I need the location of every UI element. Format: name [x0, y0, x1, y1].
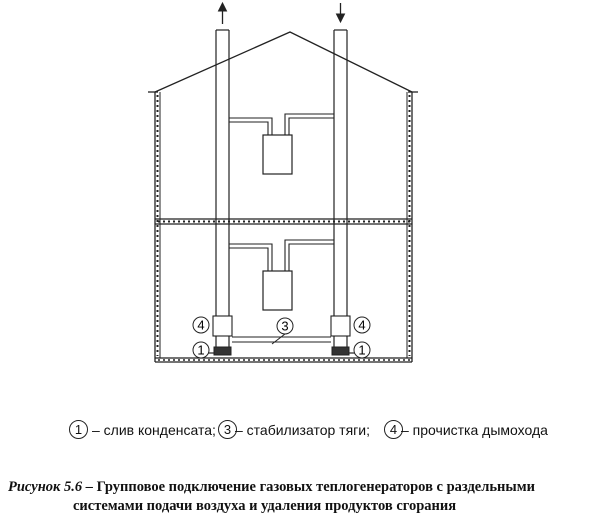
right-cleanout-hatch — [330, 315, 351, 337]
ground-slab — [155, 357, 412, 363]
lower-boiler — [262, 270, 293, 311]
lower-boiler-connections — [229, 239, 334, 271]
badge-1-right: 1 — [353, 341, 371, 359]
legend-text-3: – стабилизатор тяги; — [235, 422, 370, 438]
badge-1-left: 1 — [192, 341, 210, 359]
legend-number-4: 4 — [384, 420, 403, 439]
floor-slab — [155, 218, 412, 225]
badge-3: 3 — [276, 317, 294, 335]
building-diagram: 4 4 3 1 1 — [148, 1, 418, 363]
legend: 1 – слив конденсата; 3 – стабилизатор тя… — [0, 418, 613, 444]
left-cleanout-hatch — [212, 315, 233, 337]
svg-text:1: 1 — [358, 343, 365, 358]
left-wall — [154, 92, 161, 362]
right-air-pipe — [333, 29, 348, 355]
caption-title-part-1: Групповое подключение газовых теплогенер… — [96, 479, 535, 495]
upper-boiler — [262, 134, 293, 175]
roof-outline — [154, 31, 413, 93]
legend-number-3: 3 — [218, 420, 237, 439]
caption-line-2: системами подачи воздуха и удаления прод… — [73, 498, 457, 514]
svg-text:4: 4 — [358, 318, 365, 333]
svg-text:3: 3 — [281, 319, 288, 334]
caption-line-1: Рисунок 5.6 – Групповое подключение газо… — [8, 478, 535, 496]
right-wall — [406, 92, 413, 362]
badge-4-left: 4 — [192, 316, 210, 334]
down-arrow-icon — [335, 3, 346, 24]
upper-boiler-connections — [229, 113, 334, 135]
legend-text-1: – слив конденсата; — [92, 422, 216, 438]
caption-label: Рисунок 5.6 – — [8, 479, 93, 495]
connecting-duct — [232, 336, 331, 343]
svg-text:4: 4 — [197, 318, 204, 333]
legend-text-4: – прочистка дымохода — [401, 422, 548, 438]
stabilizer-leader — [271, 333, 286, 345]
legend-number-1: 1 — [69, 420, 88, 439]
badge-4-right: 4 — [353, 316, 371, 334]
left-flue-pipe — [215, 29, 230, 355]
svg-text:1: 1 — [197, 343, 204, 358]
up-arrow-icon — [217, 1, 228, 24]
